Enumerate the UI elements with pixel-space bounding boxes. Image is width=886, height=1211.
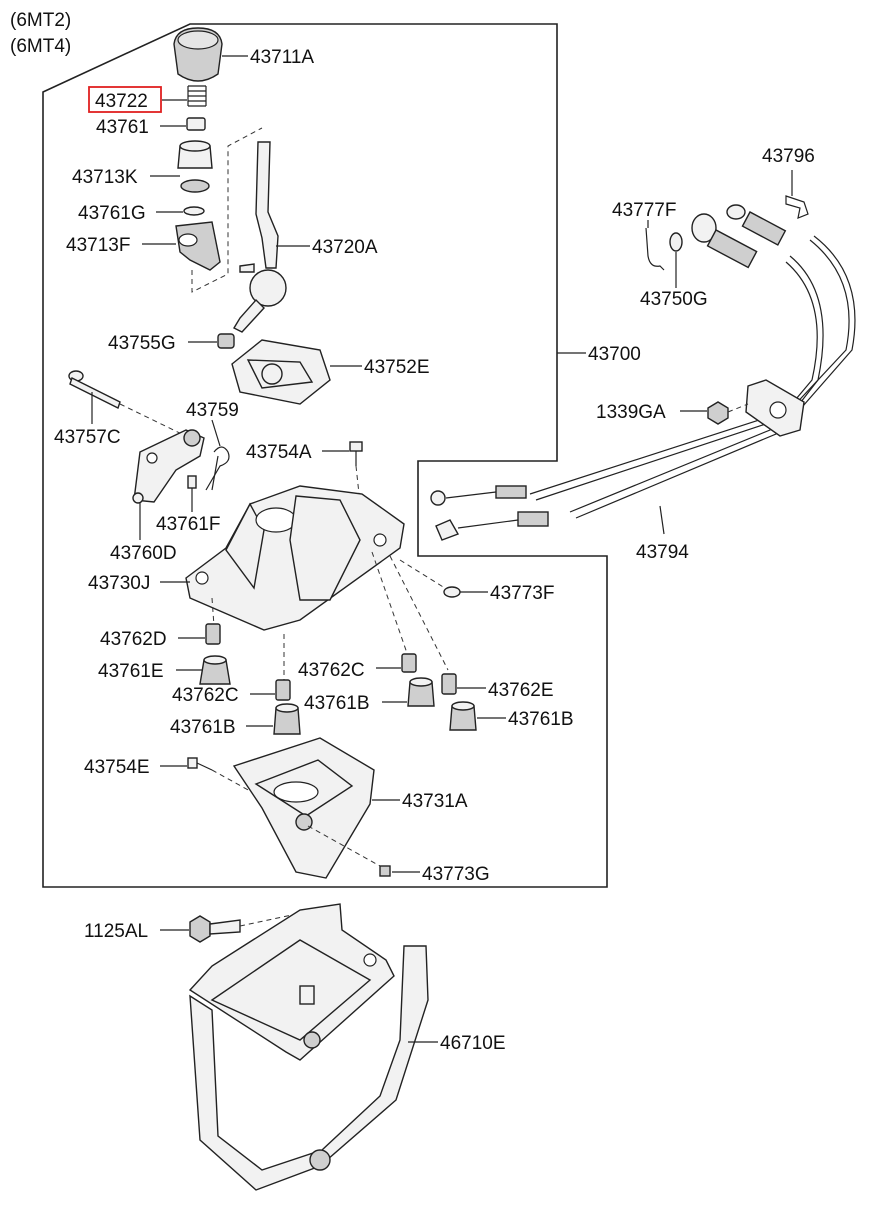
bushing-43762c-right[interactable] [401, 653, 417, 673]
label-43761b-mid[interactable]: 43761B [304, 693, 370, 714]
pin-43761f[interactable] [187, 475, 197, 489]
variant-label-6mt2: (6MT2) [10, 10, 71, 31]
bushing-43762e[interactable] [441, 673, 457, 695]
label-43731a[interactable]: 43731A [402, 791, 468, 812]
label-43757c[interactable]: 43757C [54, 427, 121, 448]
label-43755g[interactable]: 43755G [108, 333, 176, 354]
grommet-43761e[interactable] [199, 655, 231, 685]
cable-clip[interactable] [785, 195, 809, 219]
label-43720a[interactable]: 43720A [312, 237, 378, 258]
label-43761f[interactable]: 43761F [156, 514, 220, 535]
label-43761g[interactable]: 43761G [78, 203, 146, 224]
grommet-43761b-right[interactable] [449, 701, 477, 731]
label-43730j[interactable]: 43730J [88, 573, 150, 594]
washer-43773f[interactable] [443, 586, 461, 598]
cable-upper [569, 261, 818, 513]
label-43700[interactable]: 43700 [588, 344, 641, 365]
label-43752e[interactable]: 43752E [364, 357, 430, 378]
nut-1339ga[interactable] [707, 401, 729, 425]
highlight-box [88, 86, 162, 113]
label-1125al[interactable]: 1125AL [84, 921, 148, 942]
mounting-bracket[interactable] [188, 903, 429, 1191]
shift-lever[interactable] [233, 141, 287, 333]
label-43777f[interactable]: 43777F [612, 200, 676, 221]
bolt-1125al[interactable] [189, 915, 241, 943]
label-43761b-left[interactable]: 43761B [170, 717, 236, 738]
bushing-43762c-left[interactable] [275, 679, 291, 701]
label-43762e[interactable]: 43762E [488, 680, 554, 701]
ring-43761[interactable] [186, 117, 206, 131]
pivot-bolt[interactable] [68, 370, 121, 409]
grommet-43761b-left[interactable] [273, 703, 301, 735]
bushing-43762d[interactable] [205, 623, 221, 645]
bolt-43754a[interactable] [349, 441, 363, 466]
label-43761b-right[interactable]: 43761B [508, 709, 574, 730]
label-43759[interactable]: 43759 [186, 400, 239, 421]
lever-bracket[interactable] [175, 221, 221, 271]
cable-end-upper[interactable] [691, 204, 787, 269]
lower-housing[interactable] [232, 737, 375, 879]
grommet-43761b-mid[interactable] [407, 677, 435, 707]
cable-bracket[interactable] [745, 379, 805, 437]
label-43762c-right[interactable]: 43762C [298, 660, 365, 681]
collar[interactable] [177, 140, 213, 193]
label-43773g[interactable]: 43773G [422, 864, 490, 885]
snap-pin[interactable] [645, 227, 665, 271]
label-43750g[interactable]: 43750G [640, 289, 708, 310]
label-43754e[interactable]: 43754E [84, 757, 150, 778]
spring[interactable] [187, 85, 207, 107]
washer-43750g[interactable] [669, 232, 683, 252]
label-1339ga[interactable]: 1339GA [596, 402, 666, 423]
label-43713f[interactable]: 43713F [66, 235, 130, 256]
label-43761e[interactable]: 43761E [98, 661, 164, 682]
bolt-43754e[interactable] [187, 757, 213, 771]
select-lever-plate[interactable] [132, 429, 205, 504]
label-43754a[interactable]: 43754A [246, 442, 312, 463]
cable-lower [529, 239, 850, 495]
nut-43773g[interactable] [379, 865, 391, 877]
lever-housing[interactable] [231, 339, 331, 405]
cable-end-lower[interactable] [430, 485, 549, 541]
label-43762d[interactable]: 43762D [100, 629, 167, 650]
shift-base[interactable] [185, 485, 405, 631]
washer-43761g[interactable] [183, 206, 205, 216]
bushing-43755g[interactable] [217, 333, 235, 349]
label-43722[interactable]: 43722 [95, 91, 148, 112]
label-43773f[interactable]: 43773F [490, 583, 554, 604]
variant-label-6mt4: (6MT4) [10, 36, 71, 57]
assembly-frame [42, 23, 608, 888]
label-43761[interactable]: 43761 [96, 117, 149, 138]
shift-knob[interactable] [173, 27, 223, 82]
label-43713k[interactable]: 43713K [72, 167, 138, 188]
label-43711a[interactable]: 43711A [250, 47, 314, 68]
spring-clip[interactable] [205, 446, 230, 491]
label-43762c-left[interactable]: 43762C [172, 685, 239, 706]
label-43796[interactable]: 43796 [762, 146, 815, 167]
label-43760d[interactable]: 43760D [110, 543, 177, 564]
label-43794[interactable]: 43794 [636, 542, 689, 563]
label-46710e[interactable]: 46710E [440, 1033, 506, 1054]
